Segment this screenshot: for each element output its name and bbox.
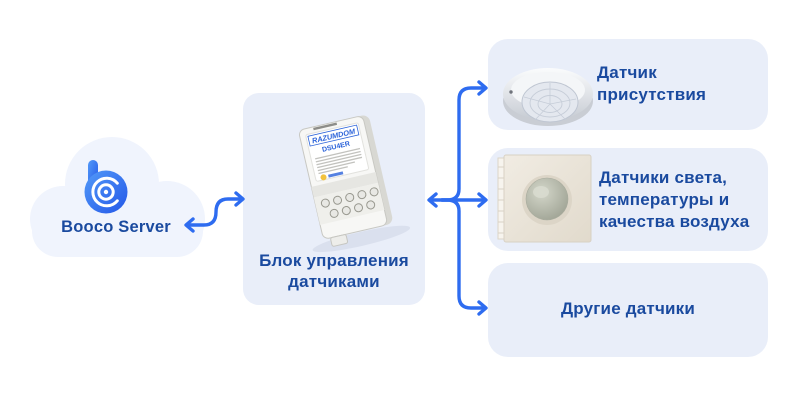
climate-sensors-label: Датчики света, температуры и качества во… xyxy=(599,168,750,231)
arrowhead-right-icon xyxy=(477,80,488,96)
arrowhead-right-icon xyxy=(477,300,488,316)
cloud-icon xyxy=(30,137,205,257)
hub-label: Блок управления датчиками xyxy=(259,250,409,292)
arrowhead-left-icon xyxy=(427,192,438,208)
arrowhead-right-icon xyxy=(477,192,488,208)
connector-hub-sensors xyxy=(427,80,488,316)
other-sensors-panel: Другие датчики xyxy=(488,263,768,357)
arrowhead-right-icon xyxy=(234,191,245,207)
presence-sensor-label: Датчик присутствия xyxy=(597,63,707,104)
climate-sensors-panel: Датчики света, температуры и качества во… xyxy=(488,148,768,251)
hub-panel: Блок управления датчиками xyxy=(243,93,425,305)
cloud-server-label: Booco Server xyxy=(61,218,171,236)
other-sensors-label: Другие датчики xyxy=(560,299,696,318)
presence-sensor-panel: Датчик присутствия xyxy=(488,39,768,130)
booco-logo-icon xyxy=(84,160,128,214)
